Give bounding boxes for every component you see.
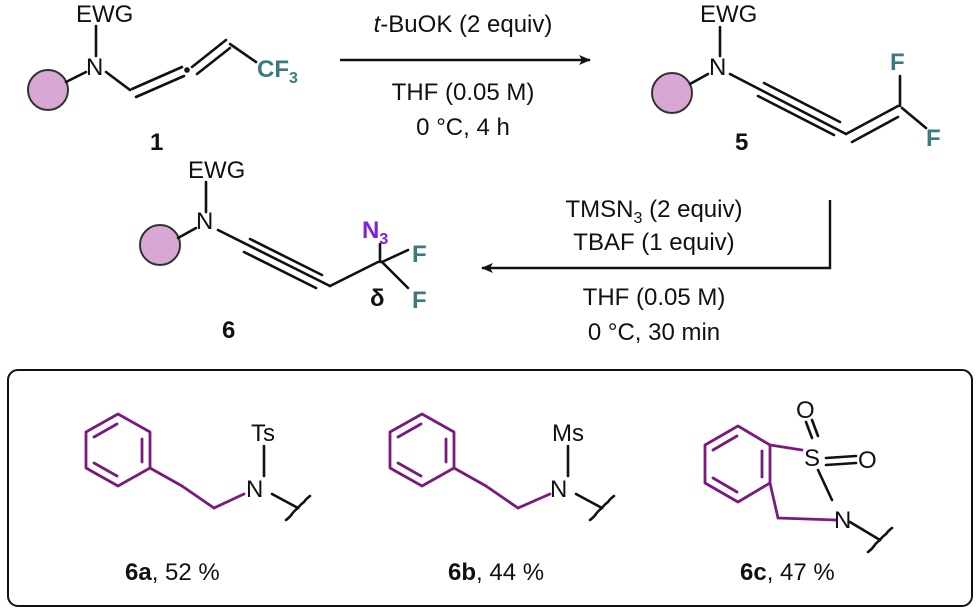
nitrogen-label: N (550, 476, 567, 503)
product-6a: Ts N 6a, 52 % (84, 412, 312, 586)
nitrogen-label: N (196, 208, 213, 235)
substrate-circle (27, 69, 69, 111)
nitrogen-label: N (86, 54, 103, 81)
tosyl-label: Ts (251, 420, 275, 447)
solvent-1: THF (0.05 M) (392, 79, 535, 106)
nitrogen-label: N (709, 54, 726, 81)
reaction-step-2: TMSN3 (2 equiv) TBAF (1 equiv) THF (0.05… (481, 196, 832, 346)
compound-1: EWG N CF3 1 (27, 1, 298, 156)
ewg-label: EWG (188, 157, 245, 184)
solvent-2: THF (0.05 M) (583, 284, 726, 311)
ewg-label: EWG (76, 1, 133, 28)
reaction-arrow-2 (481, 200, 832, 273)
yield-6c: 6c, 47 % (740, 559, 835, 586)
conditions-1: 0 °C, 4 h (416, 114, 510, 141)
oxygen-label-2: O (858, 447, 877, 474)
substrate-circle (651, 72, 693, 114)
product-6c: S O O N 6c, 47 % (703, 397, 894, 586)
compound-number-1: 1 (150, 129, 163, 156)
ewg-label: EWG (700, 1, 757, 28)
delta-label: δ (370, 285, 385, 312)
nitrogen-label: N (246, 476, 263, 503)
reagent-azide: TMSN3 (2 equiv) (566, 196, 743, 227)
sulfur-label: S (804, 445, 820, 472)
compound-number-5: 5 (735, 129, 748, 156)
compound-number-6: 6 (222, 317, 235, 344)
reagent-tbaf: TBAF (1 equiv) (573, 229, 734, 256)
oxygen-label-1: O (796, 397, 815, 424)
compound-5: EWG N F F 5 (651, 1, 941, 156)
substrate-circle (139, 224, 181, 266)
fluorine-label-2: F (926, 125, 941, 152)
fluorine-label-1: F (890, 49, 905, 76)
mesyl-label: Ms (552, 420, 584, 447)
reagent-base: t-BuOK (2 equiv) (374, 11, 553, 38)
azide-label: N3 (362, 217, 388, 248)
fluorine-label-1: F (412, 241, 427, 268)
reaction-step-1: t-BuOK (2 equiv) THF (0.05 M) 0 °C, 4 h (340, 11, 591, 141)
product-6b: Ms N 6b, 44 % (388, 412, 616, 586)
yield-6b: 6b, 44 % (448, 559, 544, 586)
yield-6a: 6a, 52 % (125, 559, 220, 586)
compound-6: EWG N N3 F F δ 6 (139, 157, 427, 344)
cf3-label: CF3 (257, 56, 298, 87)
conditions-2: 0 °C, 30 min (588, 319, 720, 346)
fluorine-label-2: F (412, 287, 427, 314)
products-box (7, 369, 973, 607)
nitrogen-label: N (834, 507, 851, 534)
